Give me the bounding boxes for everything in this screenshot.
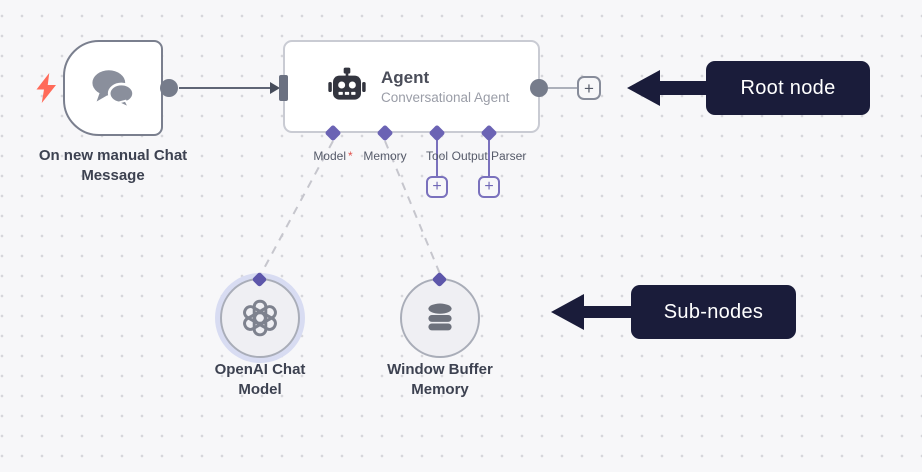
add-tool-button[interactable]: +: [426, 176, 448, 198]
annotation-sub-nodes: Sub-nodes: [631, 285, 796, 339]
trigger-node-label: On new manual Chat Message: [38, 147, 188, 184]
sub-node-openai-chat-model[interactable]: [220, 278, 300, 358]
annotation-sub-nodes-label: Sub-nodes: [663, 300, 764, 323]
port-label-tool: Tool: [425, 149, 448, 163]
sub-node-memory-label: Window Buffer Memory: [387, 361, 493, 398]
sub-node-window-buffer-memory[interactable]: [400, 278, 480, 358]
annotation-root-node: Root node: [706, 61, 870, 115]
port-label-memory: Memory: [363, 149, 407, 163]
port-label-model: Model*: [313, 149, 353, 163]
required-marker: *: [348, 149, 353, 163]
chat-bubbles-icon: [92, 70, 135, 108]
sub-node-openai-label: OpenAI Chat Model: [214, 361, 306, 398]
robot-icon: [328, 67, 366, 100]
sub-nodes-arrow-icon: [551, 294, 633, 330]
agent-input-port[interactable]: [279, 75, 288, 101]
agent-output-port[interactable]: [530, 79, 548, 97]
add-node-button[interactable]: +: [577, 76, 601, 100]
annotation-root-node-label: Root node: [740, 76, 836, 99]
trigger-output-port[interactable]: [160, 79, 178, 97]
add-output-parser-button[interactable]: +: [478, 176, 500, 198]
agent-node[interactable]: Agent Conversational Agent: [283, 40, 540, 133]
trigger-node-chat-message[interactable]: [63, 40, 163, 136]
agent-node-subtitle: Conversational Agent: [381, 90, 510, 105]
root-node-arrow-icon: [627, 70, 708, 106]
agent-node-title: Agent: [381, 68, 430, 87]
lightning-bolt-icon: [36, 73, 56, 103]
port-label-output-parser: Output Parser: [451, 149, 527, 163]
openai-logo-icon: [243, 299, 277, 337]
database-icon: [428, 303, 452, 331]
